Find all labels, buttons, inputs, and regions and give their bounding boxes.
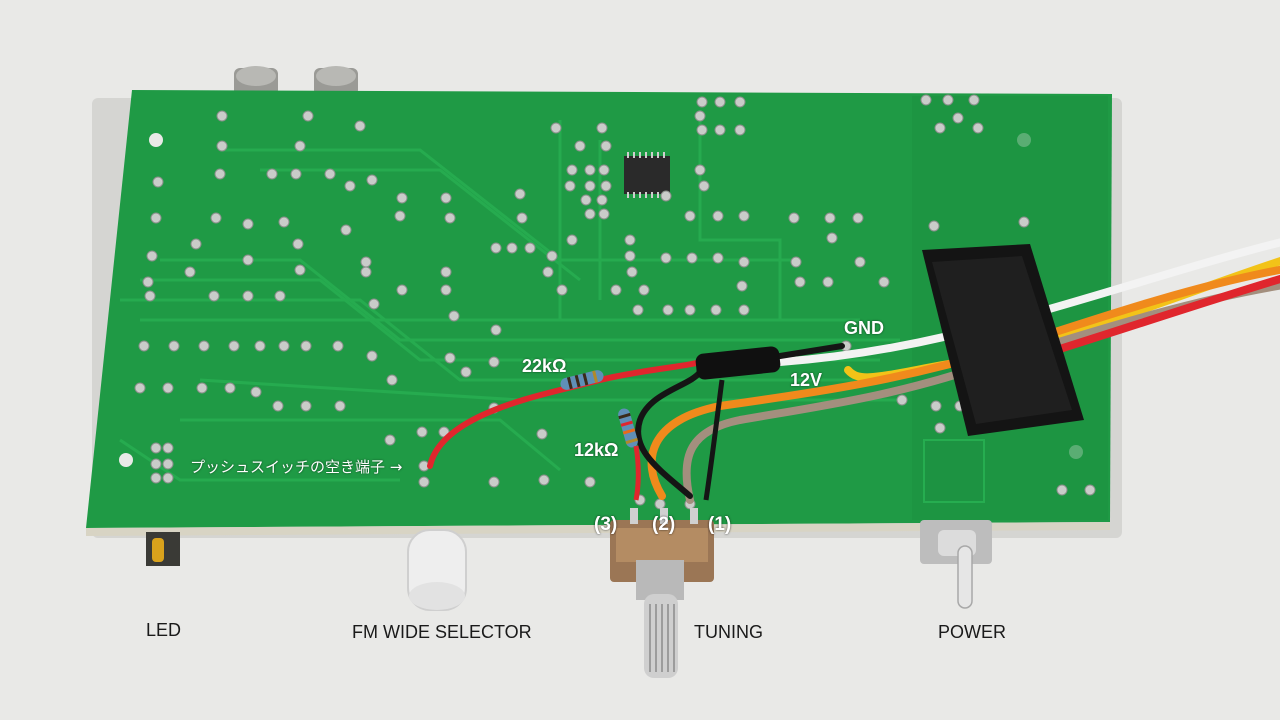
heat-shrink bbox=[695, 346, 781, 380]
wire-orange bbox=[647, 265, 1280, 500]
solder-joints bbox=[134, 94, 1096, 510]
wire-black-2 bbox=[703, 379, 725, 501]
wire-red bbox=[427, 359, 703, 469]
resistor-22k-label: 22kΩ bbox=[522, 356, 567, 376]
toggle-switch bbox=[920, 520, 992, 609]
gnd-label: GND bbox=[844, 318, 884, 338]
fm-wide-selector-caption: FM WIDE SELECTOR bbox=[352, 622, 532, 642]
resistor-22k bbox=[560, 370, 604, 390]
led-caption: LED bbox=[146, 620, 182, 640]
potentiometer bbox=[610, 508, 714, 678]
rca-jacks bbox=[234, 66, 358, 96]
pin-2-label: (2) bbox=[652, 514, 676, 535]
resistor-12k-label: 12kΩ bbox=[574, 440, 619, 460]
wire-black bbox=[635, 343, 845, 499]
pin-3-label: (3) bbox=[594, 514, 618, 535]
switch-lug bbox=[923, 439, 985, 503]
smd-ic bbox=[624, 152, 670, 198]
push-switch-cap bbox=[407, 529, 467, 611]
tuning-caption: TUNING bbox=[694, 622, 763, 642]
push-switch-note: プッシュスイッチの空き端子 → bbox=[190, 458, 403, 476]
resistor-12k-lead bbox=[633, 445, 641, 501]
velcro-strap-texture bbox=[932, 256, 1072, 424]
12v-label: 12V bbox=[790, 370, 823, 390]
led-component bbox=[146, 532, 180, 566]
power-caption: POWER bbox=[938, 622, 1007, 642]
pin-1-label: (1) bbox=[708, 514, 732, 535]
pcb-edge bbox=[86, 522, 1110, 536]
resistor-12k bbox=[618, 408, 638, 448]
